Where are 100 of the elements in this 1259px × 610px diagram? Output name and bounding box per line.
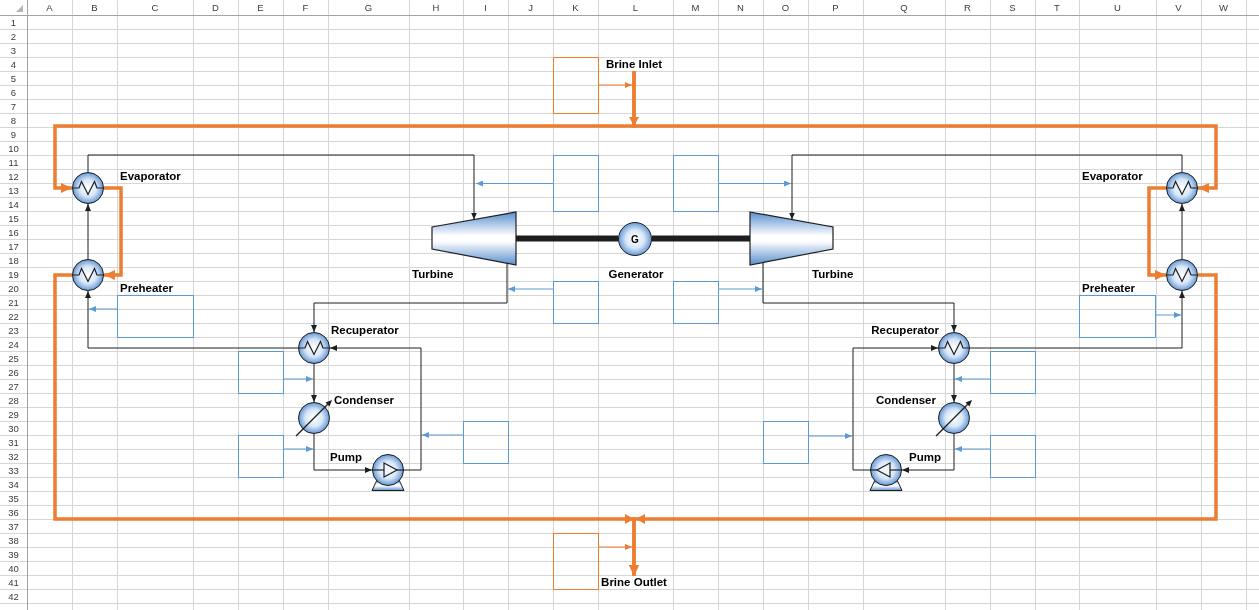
row-number: 17 — [8, 240, 19, 252]
heat-exchanger-symbol — [298, 332, 330, 364]
equipment-label: Recuperator — [871, 323, 939, 337]
row-number: 6 — [10, 86, 17, 98]
pointer-arrow — [954, 376, 991, 382]
pump-symbol — [372, 454, 404, 491]
pointer-arrow — [1155, 312, 1182, 318]
blank-box — [553, 155, 599, 212]
row-number: 1 — [10, 16, 17, 28]
brine-pipe — [632, 71, 1218, 193]
row-number: 21 — [8, 296, 19, 308]
row-number: 23 — [8, 324, 19, 336]
column-header: M — [691, 2, 700, 13]
pointer-arrow — [718, 286, 763, 292]
blank-box — [1079, 295, 1156, 338]
blank-box — [238, 435, 284, 478]
row-number: 37 — [8, 520, 19, 532]
flow-arrow — [951, 363, 957, 403]
row-number: 35 — [8, 492, 19, 504]
column-header: J — [528, 2, 533, 13]
turbine-symbol — [750, 212, 833, 265]
pump-symbol — [870, 454, 902, 491]
column-header: I — [484, 2, 487, 13]
column-header: U — [1114, 2, 1121, 13]
row-number: 20 — [8, 282, 19, 294]
column-header: E — [257, 2, 264, 13]
blank-box — [553, 57, 599, 114]
flow-arrow — [329, 345, 422, 471]
column-header: L — [632, 2, 639, 13]
blank-box — [463, 421, 509, 464]
equipment-label: Pump — [909, 450, 941, 464]
column-header: A — [46, 2, 53, 13]
brine-pipe — [629, 273, 1218, 576]
row-number: 29 — [8, 408, 19, 420]
column-header: O — [781, 2, 790, 13]
heat-exchanger-symbol — [938, 332, 970, 364]
row-number: 36 — [8, 506, 19, 518]
row-number: 40 — [8, 562, 19, 574]
pointer-arrow — [421, 432, 464, 438]
pointer-arrow — [598, 544, 633, 550]
equipment-label: Pump — [330, 450, 362, 464]
equipment-label: Turbine — [412, 267, 454, 281]
row-number: 8 — [10, 114, 17, 126]
row-number: 42 — [8, 590, 19, 602]
equipment-label: Condenser — [875, 393, 936, 407]
row-number: 4 — [10, 58, 17, 70]
row-number: 26 — [8, 366, 19, 378]
blank-box — [990, 351, 1036, 394]
blank-box — [673, 155, 719, 212]
flow-arrow — [901, 433, 955, 473]
column-header: K — [572, 2, 579, 13]
flow-arrow — [852, 345, 939, 471]
heat-exchanger-symbol — [72, 259, 104, 291]
column-header: G — [364, 2, 373, 13]
turbine-symbol — [432, 212, 516, 265]
column-header: C — [151, 2, 159, 13]
flow-arrow — [313, 433, 373, 473]
equipment-label: Evaporator — [1082, 169, 1143, 183]
heat-exchanger-symbol — [1166, 172, 1198, 204]
flow-arrow — [1179, 203, 1185, 260]
column-header: N — [737, 2, 744, 13]
row-number: 15 — [8, 212, 19, 224]
flow-arrow — [85, 203, 91, 260]
pointer-arrow — [507, 286, 554, 292]
blank-box — [763, 421, 809, 464]
stream-label: Brine Inlet — [604, 58, 664, 71]
row-number: 11 — [8, 156, 19, 168]
equipment-label: Preheater — [1082, 281, 1136, 295]
pointer-arrow — [954, 446, 991, 452]
row-number: 24 — [8, 338, 19, 350]
shaft-line — [652, 235, 750, 242]
row-number: 41 — [8, 576, 19, 588]
flow-arrow — [311, 262, 508, 333]
row-number: 34 — [8, 478, 19, 490]
pointer-arrow — [283, 446, 314, 452]
generator-symbol — [618, 221, 652, 256]
blank-box — [673, 281, 719, 324]
pointer-arrow — [88, 306, 118, 312]
pointer-arrow — [718, 180, 792, 187]
column-header: S — [1009, 2, 1016, 13]
column-header: D — [212, 2, 219, 13]
flow-arrow — [311, 363, 317, 403]
column-header: V — [1175, 2, 1182, 13]
column-header: H — [432, 2, 440, 13]
pointer-arrow — [283, 376, 314, 382]
column-header: B — [91, 2, 98, 13]
blank-box — [117, 295, 194, 338]
row-number: 16 — [8, 226, 19, 238]
column-header: T — [1054, 2, 1060, 13]
row-number: 28 — [8, 394, 19, 406]
column-header: Q — [900, 2, 908, 13]
condenser-symbol — [935, 399, 973, 437]
row-number: 31 — [8, 436, 19, 448]
pointer-arrow — [598, 82, 633, 88]
row-number: 9 — [10, 128, 17, 140]
row-number: 32 — [8, 450, 19, 462]
shaft-line — [516, 235, 618, 242]
brine-pipe — [1147, 186, 1166, 280]
column-header: R — [964, 2, 971, 13]
row-number: 25 — [8, 352, 19, 364]
